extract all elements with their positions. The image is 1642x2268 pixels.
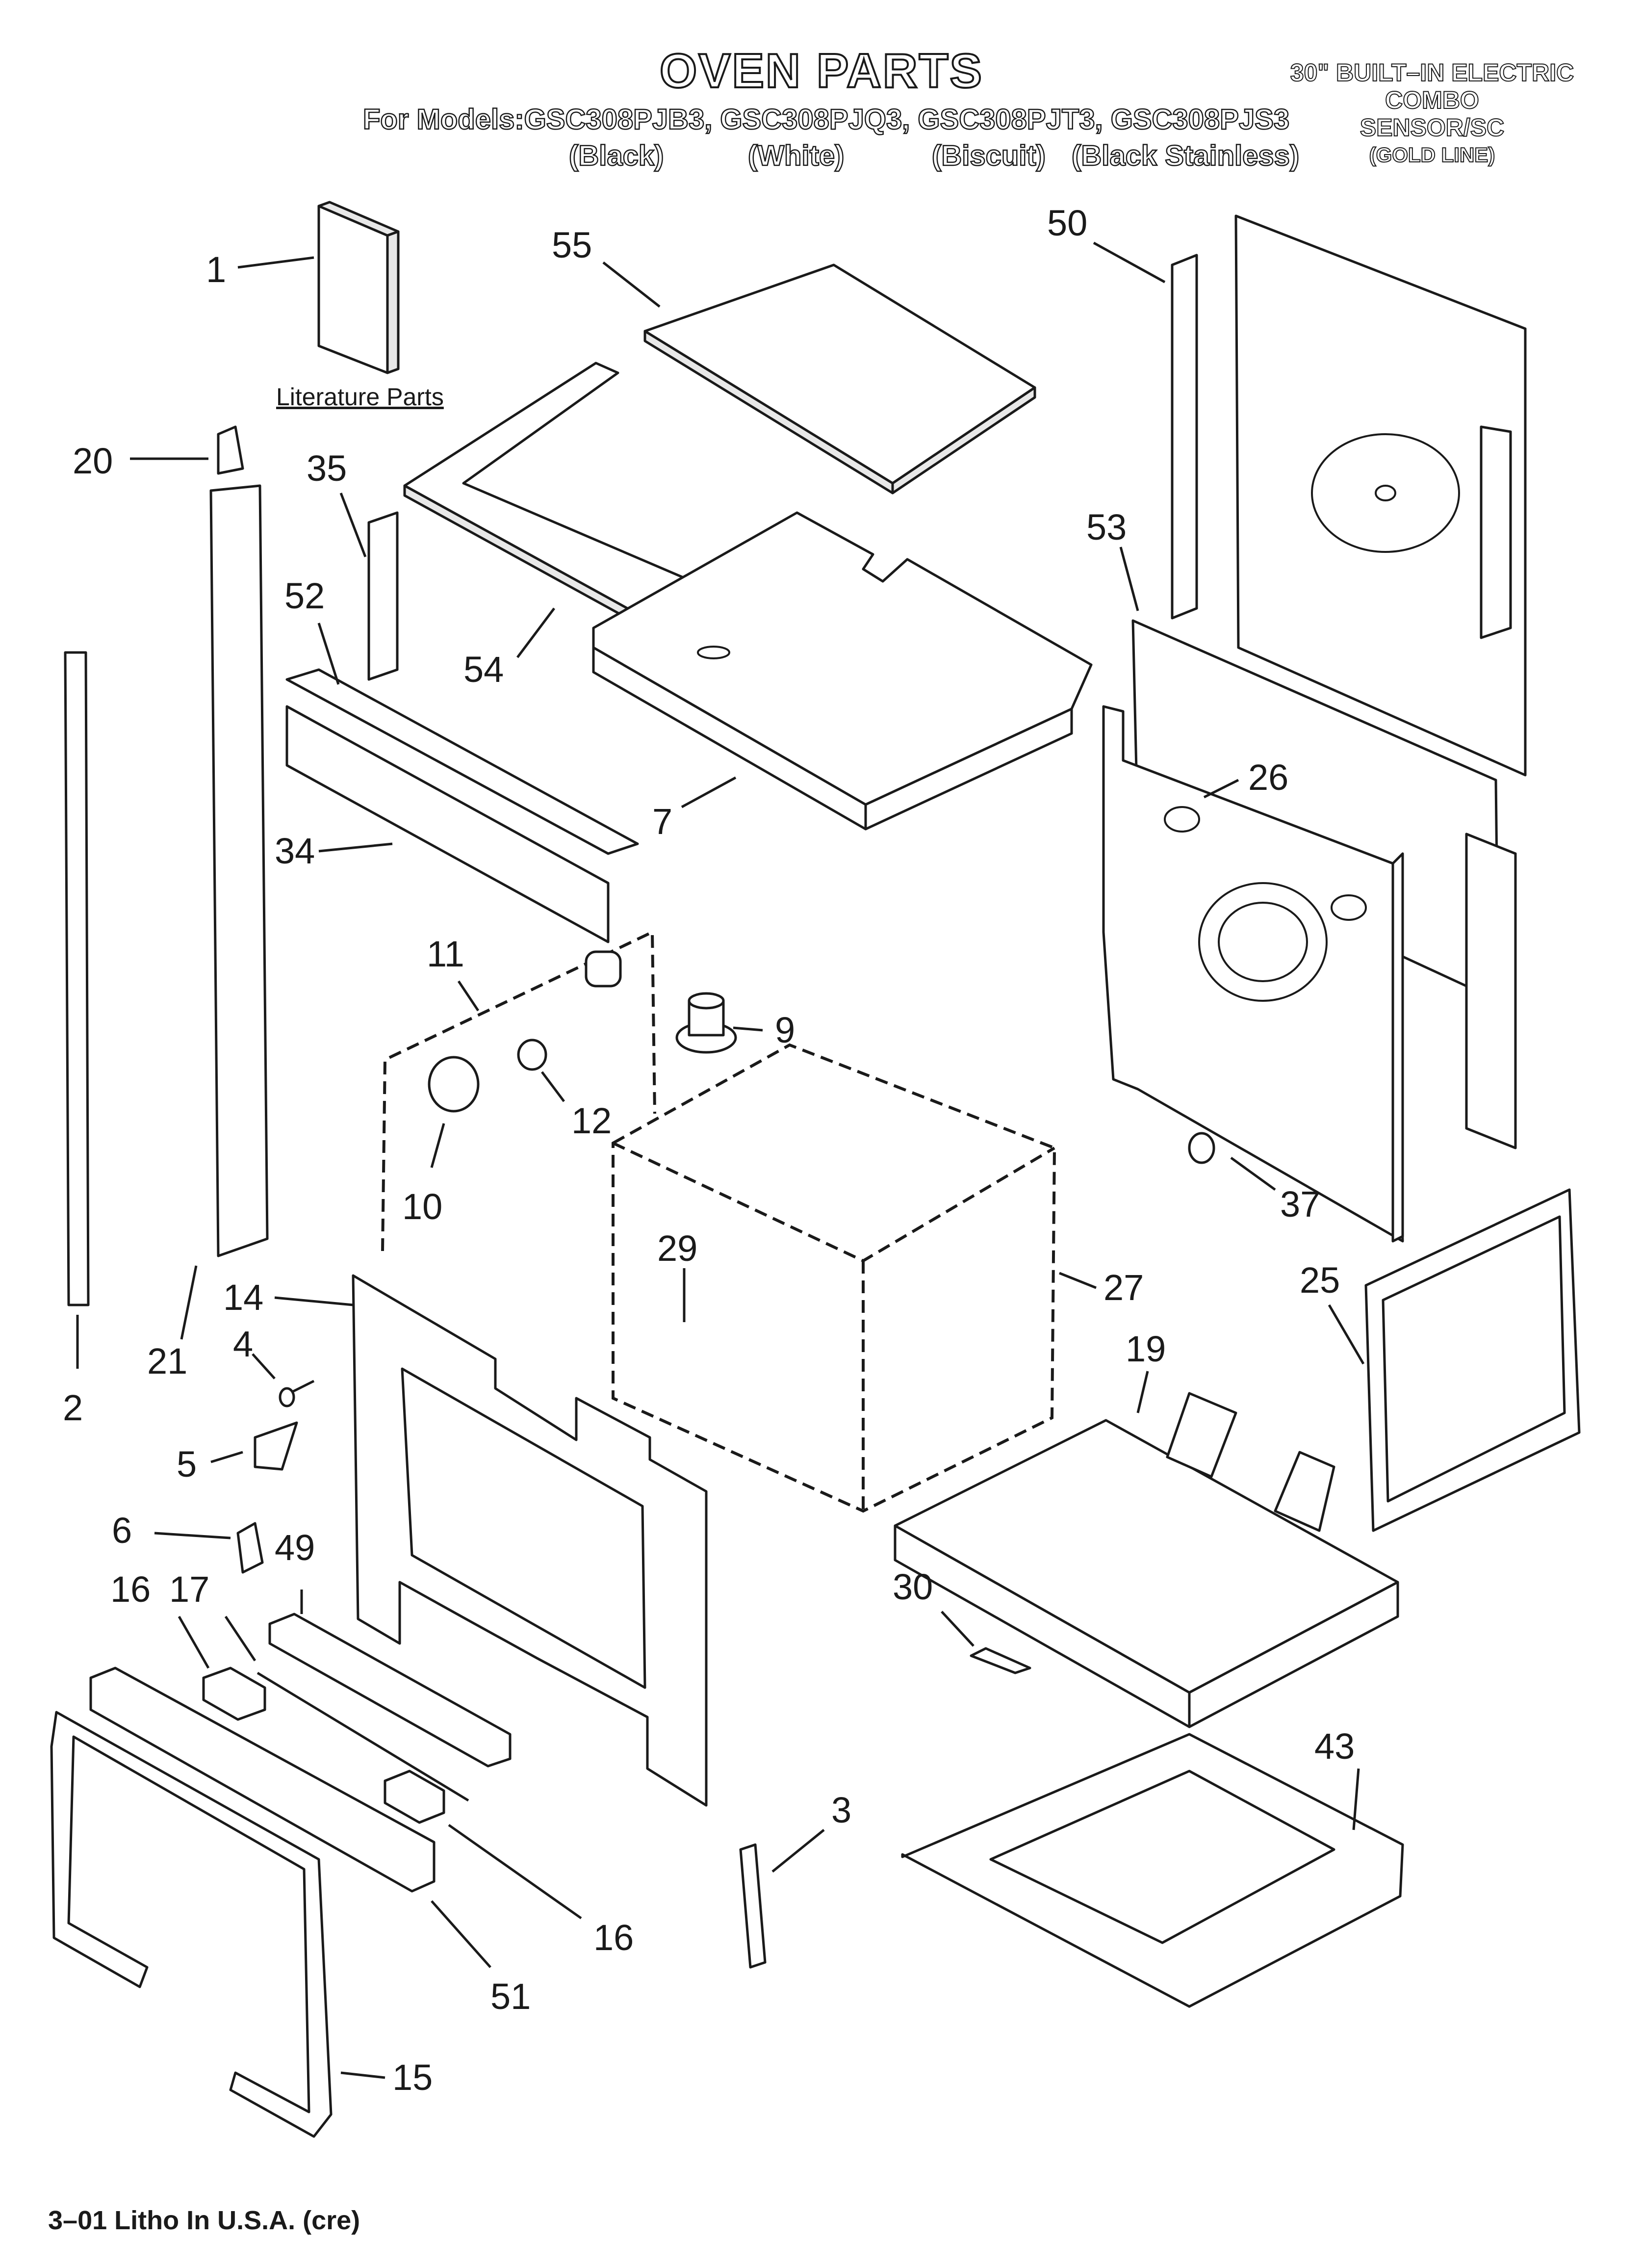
- part-oven-cavity: [612, 1043, 1056, 1513]
- callout-16: 16: [110, 1569, 151, 1610]
- leader-lines: [76, 241, 1365, 2079]
- callouts: 1 55 50 20 35 53 52 54 7 26 34 11 9 12 1…: [63, 203, 1355, 2098]
- part-block-16a: [202, 1667, 266, 1721]
- callout-43: 43: [1314, 1726, 1355, 1767]
- spec-line-2: COMBO: [1385, 86, 1480, 114]
- spec-line-1: 30" BUILT–IN ELECTRIC: [1290, 58, 1574, 87]
- callout-14: 14: [223, 1277, 263, 1318]
- part-door-gasket: [50, 1711, 333, 2138]
- callout-21: 21: [147, 1341, 187, 1382]
- part-light-assembly-group: [381, 930, 656, 1251]
- callout-29: 29: [657, 1228, 697, 1269]
- part-bottom-panel: [894, 1392, 1399, 1728]
- product-spec: 30" BUILT–IN ELECTRIC COMBO SENSOR/SC (G…: [1256, 58, 1609, 169]
- callout-4: 4: [233, 1324, 253, 1364]
- part-side-panel: [1364, 1188, 1581, 1532]
- color-label-biscuit: (Biscuit): [931, 139, 1047, 173]
- part-rod-17: [257, 1671, 469, 1802]
- part-cabinet-top: [592, 511, 1093, 831]
- callout-50: 50: [1047, 203, 1087, 243]
- callout-30: 30: [893, 1566, 933, 1607]
- callout-5: 5: [177, 1444, 197, 1485]
- part-rear-wrapper: [1131, 619, 1517, 1149]
- part-front-frame: [352, 1274, 708, 1807]
- part-trim-cap-20: [217, 425, 244, 475]
- part-vent-trim: [285, 668, 639, 943]
- color-label-black: (Black): [568, 139, 665, 173]
- callout-6: 6: [112, 1510, 132, 1551]
- part-terminal-9: [675, 992, 737, 1054]
- spec-line-4: (GOLD LINE): [1369, 143, 1496, 167]
- part-literature-book: [317, 201, 400, 374]
- callout-34: 34: [275, 831, 315, 871]
- callout-54: 54: [463, 649, 504, 690]
- callout-17: 17: [169, 1569, 209, 1610]
- callout-26: 26: [1248, 757, 1288, 798]
- part-bracket-3: [739, 1843, 767, 1969]
- part-block-16b: [384, 1770, 445, 1824]
- callout-9: 9: [775, 1010, 795, 1050]
- callout-37: 37: [1280, 1184, 1320, 1225]
- part-side-trim-21: [209, 484, 269, 1257]
- callout-11: 11: [427, 934, 464, 974]
- color-label-black-stainless: (Black Stainless): [1071, 139, 1300, 173]
- callout-27: 27: [1103, 1267, 1144, 1308]
- part-temp-sensor: [1188, 1132, 1215, 1164]
- part-back-panel: [1171, 214, 1527, 777]
- literature-parts-label: Literature Parts: [276, 383, 444, 411]
- callout-16b: 16: [593, 1917, 634, 1958]
- page-title: OVEN PARTS: [659, 43, 983, 99]
- callout-35: 35: [307, 448, 347, 489]
- callout-7: 7: [652, 801, 672, 842]
- callout-3: 3: [831, 1790, 851, 1830]
- spec-line-3: SENSOR/SC: [1360, 113, 1505, 142]
- callout-55: 55: [552, 225, 592, 265]
- part-light-bulb-12: [517, 1039, 547, 1071]
- part-screw-4: [279, 1380, 315, 1408]
- callout-1: 1: [206, 249, 226, 290]
- part-bracket-5: [254, 1421, 298, 1471]
- callout-15: 15: [392, 2057, 433, 2098]
- part-top-insulation: [643, 263, 1036, 495]
- footer-litho: 3–01 Litho In U.S.A. (cre): [48, 2206, 360, 2235]
- part-bracket-35: [367, 511, 399, 681]
- callout-52: 52: [284, 575, 325, 616]
- callout-10: 10: [402, 1186, 442, 1227]
- part-fan-housing: [1102, 705, 1404, 1243]
- part-light-socket: [585, 950, 622, 988]
- part-side-trim-2: [64, 651, 90, 1306]
- callout-49: 49: [275, 1527, 315, 1568]
- part-clip-6: [236, 1522, 264, 1574]
- part-bracket-30: [970, 1647, 1031, 1674]
- part-light-lens-10: [428, 1056, 480, 1113]
- color-label-white: (White): [747, 139, 845, 173]
- part-bottom-tray: [901, 1733, 1404, 2008]
- part-vent-trim-51: [89, 1667, 436, 1893]
- callout-19: 19: [1126, 1329, 1166, 1369]
- callout-53: 53: [1086, 507, 1127, 547]
- callout-25: 25: [1300, 1260, 1340, 1301]
- callout-51: 51: [490, 1976, 531, 2017]
- callout-20: 20: [73, 441, 113, 481]
- models-line: For Models:GSC308PJB3, GSC308PJQ3, GSC30…: [362, 103, 1290, 136]
- callout-12: 12: [571, 1100, 612, 1141]
- callout-2: 2: [63, 1387, 83, 1428]
- part-rail-49: [268, 1613, 512, 1768]
